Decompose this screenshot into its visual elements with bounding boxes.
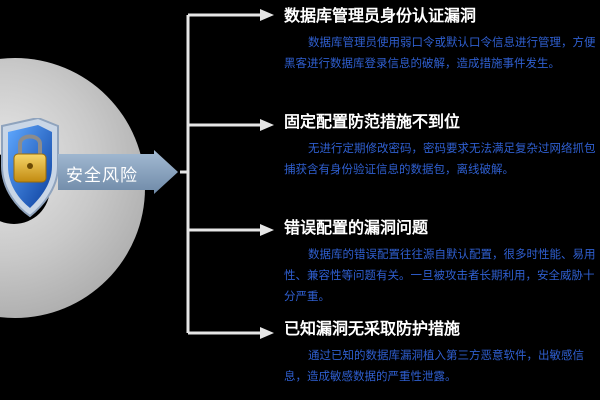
risk-item-configuration-measures: 固定配置防范措施不到位 无进行定期修改密码，密码要求无法满足复杂过网络抓包捕获含… [284, 112, 600, 180]
pointer-1 [260, 9, 274, 21]
risk-description: 数据库的错误配置往往源自默认配置，很多时性能、易用性、兼容性等问题有关。一旦被攻… [284, 247, 596, 303]
pointer-2 [260, 119, 274, 131]
pointer-3 [260, 224, 274, 236]
pointer-4 [260, 327, 274, 339]
risk-description: 无进行定期修改密码，密码要求无法满足复杂过网络抓包捕获含有身份验证信息的数据包，… [284, 141, 596, 176]
risk-title: 固定配置防范措施不到位 [284, 112, 461, 131]
risk-item-misconfiguration: 错误配置的漏洞问题 数据库的错误配置往往源自默认配置，很多时性能、易用性、兼容性… [284, 218, 600, 307]
risk-title: 数据库管理员身份认证漏洞 [284, 6, 477, 25]
risk-title: 错误配置的漏洞问题 [284, 218, 429, 237]
risk-arrow [58, 150, 178, 194]
risk-label: 安全风险 [66, 166, 138, 186]
shield-lock-icon [1, 118, 59, 218]
risk-item-weak-credentials: 数据库管理员身份认证漏洞 数据库管理员使用弱口令或默认口令信息进行管理，方便黑客… [284, 6, 600, 74]
bracket-connector [180, 9, 274, 339]
risk-title: 已知漏洞无采取防护措施 [284, 319, 461, 338]
risk-description: 通过已知的数据库漏洞植入第三方恶意软件，出敏感信息，造成敏感数据的严重性泄露。 [284, 348, 584, 383]
risk-item-known-vulnerabilities: 已知漏洞无采取防护措施 通过已知的数据库漏洞植入第三方恶意软件，出敏感信息，造成… [284, 319, 600, 387]
risk-description: 数据库管理员使用弱口令或默认口令信息进行管理，方便黑客进行数据库登录信息的破解，… [284, 35, 596, 70]
